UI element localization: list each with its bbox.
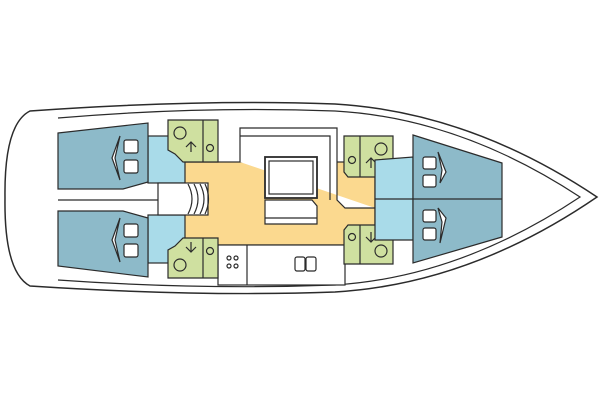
head-aft-starboard <box>167 237 219 279</box>
shower-arrow-icon <box>185 242 197 253</box>
toilet-icon <box>173 258 187 272</box>
shower-drain-icon <box>347 155 357 165</box>
sink-icon <box>294 256 317 272</box>
companionway-steps-icon <box>157 182 210 216</box>
shower-drain-icon <box>347 232 357 242</box>
saloon-table-inner <box>268 160 314 195</box>
shower-arrow-icon <box>365 157 377 168</box>
shower-arrow-icon <box>185 141 197 152</box>
shower-drain-icon <box>205 246 215 256</box>
bed-sheet-icon <box>111 135 447 263</box>
saloon-table <box>264 156 318 199</box>
toilet-icon <box>374 244 388 258</box>
toilet-icon <box>374 142 388 156</box>
shower-arrow-icon <box>365 232 377 243</box>
aft-cabin-port <box>57 122 149 190</box>
galley <box>217 244 346 286</box>
pillow-icon <box>123 139 437 258</box>
head-aft-port <box>167 119 219 163</box>
settee <box>240 135 331 200</box>
stove-icon <box>226 255 239 269</box>
saloon-seat <box>264 199 318 225</box>
shower-drain-icon <box>205 143 215 153</box>
hull-inner <box>57 108 582 288</box>
toilet-icon <box>173 126 187 140</box>
